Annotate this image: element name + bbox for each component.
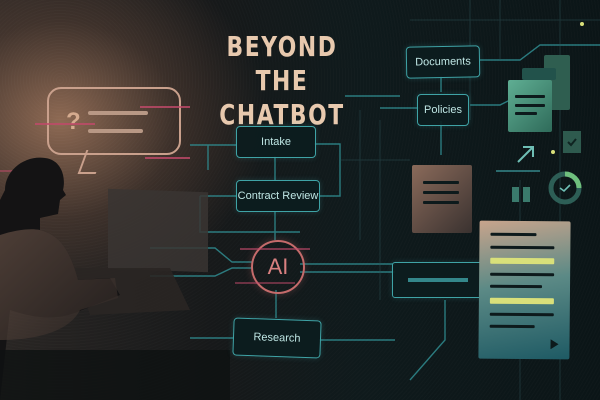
node-ai[interactable]: AI [251,240,305,294]
document-card-warm [412,165,472,233]
panel-bar [408,278,468,282]
highlight-line [490,257,555,265]
question-mark-icon: ? [66,108,81,135]
glitch-line [145,157,190,159]
bubble-text-line [88,129,143,133]
bar-chart-icon-bar [523,187,530,202]
node-label: Documents [415,55,471,69]
node-intake[interactable]: Intake [236,126,316,158]
title-line-2: CHATBOT [219,98,345,131]
person-silhouette [0,157,230,400]
dot-icon [551,150,555,154]
node-label: Research [253,331,301,345]
node-label: Policies [424,104,462,116]
highlight-line [489,297,554,305]
title-line-1: BEYOND THE [226,30,338,97]
document-card-highlighted [478,220,571,360]
arrow-up-right-icon [517,146,534,163]
node-contract-review[interactable]: Contract Review [236,180,320,212]
ai-label: AI [267,254,289,279]
play-icon [550,339,559,350]
glitch-line [35,123,95,125]
bar-chart-icon [512,187,519,202]
node-label: Intake [261,136,291,148]
glitch-line [235,282,295,284]
node-documents[interactable]: Documents [405,45,481,79]
divider-line [496,170,540,172]
node-label: Contract Review [237,190,319,202]
monitor [108,188,208,273]
page-title: BEYOND THE CHATBOT [216,30,349,132]
node-research[interactable]: Research [232,317,322,359]
document-card-mid [522,68,556,80]
connector-panel [392,262,484,298]
node-policies[interactable]: Policies [417,94,469,126]
progress-ring-icon [548,171,582,205]
check-icon [563,131,581,153]
bubble-text-line [88,111,148,115]
glitch-line [240,248,310,250]
document-card-green [508,80,552,132]
dot-icon [580,22,584,26]
glitch-line [140,106,190,108]
speech-bubble-icon [47,87,181,155]
